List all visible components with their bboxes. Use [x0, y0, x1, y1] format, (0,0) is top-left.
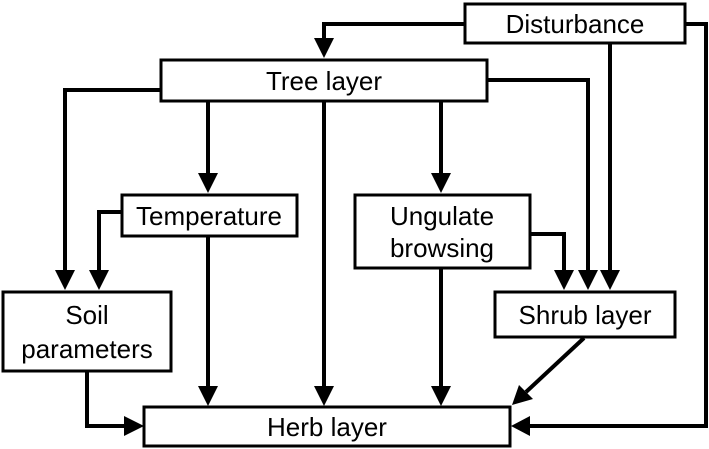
- edge-ungulate-browsing-to-shrub-layer: [530, 232, 574, 290]
- edge-ungulate-browsing-to-herb-layer: [431, 268, 451, 406]
- edge-tree-layer-to-ungulate-browsing: [431, 101, 451, 193]
- edge-soil-parameters-to-herb-layer: [85, 371, 144, 436]
- node-label: browsing: [390, 233, 494, 263]
- edge-tree-layer-to-herb-layer: [314, 101, 334, 406]
- node-label: Ungulate: [390, 201, 494, 231]
- node-tree-layer: Tree layer: [159, 58, 489, 103]
- edge-tree-layer-to-shrub-layer: [487, 78, 598, 290]
- node-shrub-layer: Shrub layer: [493, 290, 677, 339]
- node-soil-parameters: Soil parameters: [1, 290, 173, 373]
- nodes-layer: Disturbance Tree layer Temperature Ungul…: [1, 2, 687, 448]
- edge-disturbance-to-shrub-layer: [600, 43, 620, 290]
- edge-disturbance-to-tree-layer: [314, 22, 464, 58]
- edge-shrub-layer-to-herb-layer: [512, 336, 586, 405]
- node-label: Disturbance: [506, 9, 645, 39]
- node-label: Soil: [65, 300, 108, 330]
- node-label: Shrub layer: [519, 300, 652, 330]
- node-label: Temperature: [136, 201, 282, 231]
- edge-disturbance-to-herb-layer: [511, 22, 708, 436]
- edge-temperature-to-herb-layer: [198, 237, 218, 406]
- edges-layer: [55, 22, 708, 436]
- node-label: Tree layer: [266, 66, 382, 96]
- edge-tree-layer-to-soil-parameters: [55, 88, 161, 290]
- edge-tree-layer-to-temperature: [198, 101, 218, 193]
- node-label: Herb layer: [267, 412, 387, 442]
- edge-temperature-to-soil-parameters: [89, 210, 122, 290]
- node-herb-layer: Herb layer: [142, 405, 512, 448]
- node-ungulate-browsing: Ungulate browsing: [353, 193, 532, 270]
- node-disturbance: Disturbance: [463, 2, 687, 45]
- node-label: parameters: [21, 334, 153, 364]
- node-temperature: Temperature: [120, 193, 299, 238]
